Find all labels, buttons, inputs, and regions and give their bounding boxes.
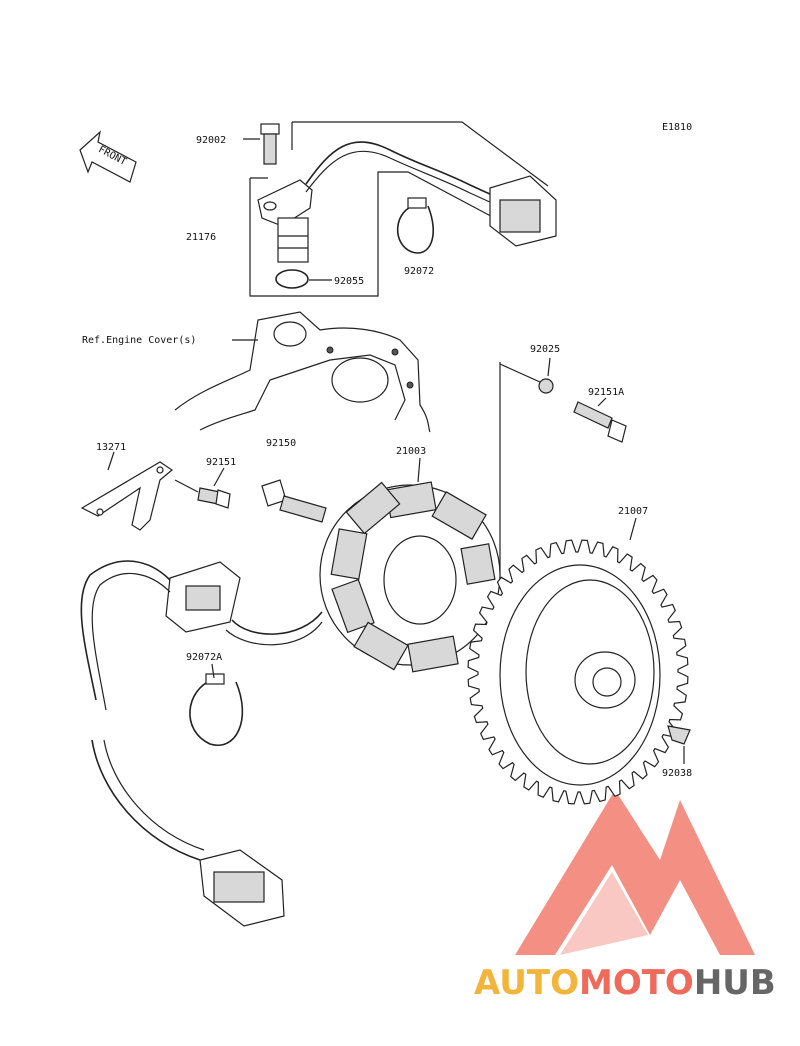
label-21176: 21176: [186, 232, 216, 243]
diagram-code: E1810: [662, 122, 692, 133]
label-92072A: 92072A: [186, 652, 222, 663]
bolt-92151A: [573, 401, 627, 443]
o-ring-92055: [275, 269, 309, 289]
bracket-13271: [80, 461, 174, 531]
label-21003: 21003: [396, 446, 426, 457]
bolt-92002: [260, 123, 280, 165]
label-21007: 21007: [618, 506, 648, 517]
pickup-sensor-21176: [257, 179, 313, 263]
washer-92025: [538, 378, 554, 394]
label-92151A: 92151A: [588, 387, 624, 398]
label-92055: 92055: [334, 276, 364, 287]
label-92025: 92025: [530, 344, 560, 355]
bolt-92151: [197, 487, 231, 509]
label-92072: 92072: [404, 266, 434, 277]
label-13271: 13271: [96, 442, 126, 453]
label-92150: 92150: [266, 438, 296, 449]
engine-cover-ref: [174, 311, 431, 433]
label-ref-engine-cover: Ref.Engine Cover(s): [82, 335, 196, 346]
stator-21003: [319, 481, 501, 673]
bolt-92150: [261, 479, 327, 523]
label-92151: 92151: [206, 457, 236, 468]
clamp-92072A: [189, 673, 244, 747]
flywheel-21007: [467, 539, 689, 805]
watermark-text: AUTOMOTOHUB: [474, 963, 776, 1003]
key-92038: [667, 725, 691, 745]
watermark-logo-icon: [515, 790, 755, 955]
grommet: [165, 561, 241, 633]
clamp-92072: [396, 197, 434, 254]
harness-connector: [199, 849, 285, 927]
label-92002: 92002: [196, 135, 226, 146]
front-arrow-icon: FRONT: [79, 130, 137, 183]
label-92038: 92038: [662, 768, 692, 779]
sensor-connector: [489, 175, 557, 247]
svg-text:AUTOMOTOHUB: AUTOMOTOHUB: [474, 963, 776, 1003]
